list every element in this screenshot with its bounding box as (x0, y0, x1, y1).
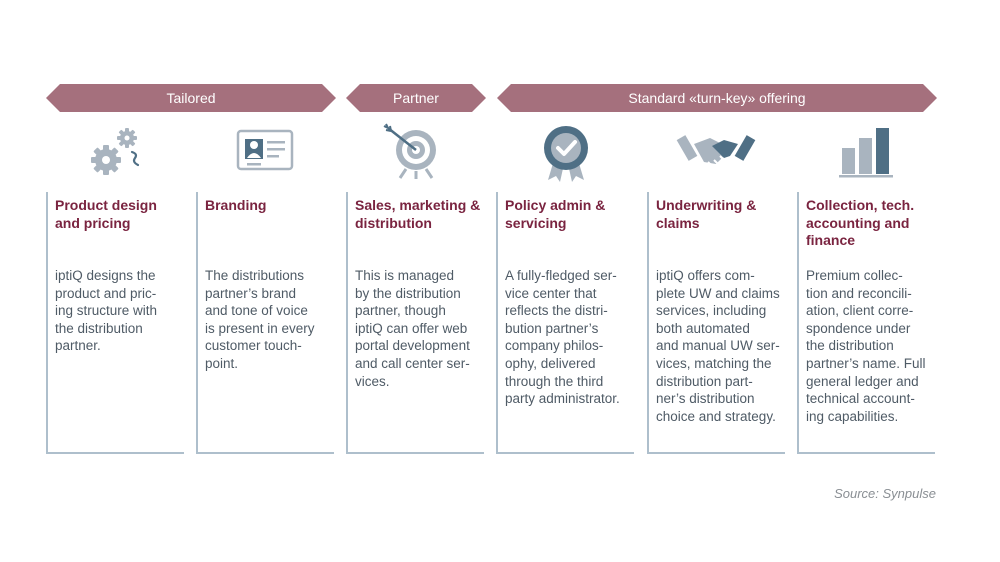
id-card-icon (218, 122, 314, 184)
column-title: Collection, tech. accounting and finance (806, 197, 915, 248)
banner-standard-offering: Standard «turn-key» offering (497, 84, 937, 112)
column-description: iptiQ designs the product and pric- ing … (55, 268, 158, 354)
banner-label: Tailored (166, 90, 216, 106)
column-policy-admin: Policy admin & servicing A fully-fledged… (496, 192, 634, 454)
handshake-icon (668, 122, 764, 184)
column-collection-finance: Collection, tech. accounting and finance… (797, 192, 935, 454)
banner-label: Partner (393, 90, 439, 106)
column-description: The distributions partner’s brand and to… (205, 268, 315, 371)
column-description: A fully-fledged ser- vice center that re… (505, 268, 620, 407)
source-note: Source: Synpulse (834, 486, 936, 501)
badge-check-icon (518, 122, 614, 184)
target-icon (368, 122, 464, 184)
column-description: Premium collec- tion and reconcili- atio… (806, 268, 926, 424)
column-sales-marketing: Sales, marketing & distribution This is … (346, 192, 484, 454)
column-underwriting: Underwriting & claims iptiQ offers com- … (647, 192, 785, 454)
column-branding: Branding The distributions partner’s bra… (196, 192, 334, 454)
column-description: iptiQ offers com- plete UW and claims se… (656, 268, 780, 424)
column-title: Product design and pricing (55, 197, 157, 231)
bar-chart-icon (818, 122, 914, 184)
banner-label: Standard «turn-key» offering (628, 90, 806, 106)
column-title: Branding (205, 197, 267, 213)
banner-partner: Partner (346, 84, 486, 112)
column-description: This is managed by the distribution part… (355, 268, 470, 389)
banner-tailored: Tailored (46, 84, 336, 112)
gears-icon (68, 122, 164, 184)
column-product-design: Product design and pricing iptiQ designs… (46, 192, 184, 454)
column-title: Policy admin & servicing (505, 197, 606, 231)
column-title: Underwriting & claims (656, 197, 757, 231)
column-title: Sales, marketing & distribution (355, 197, 481, 231)
